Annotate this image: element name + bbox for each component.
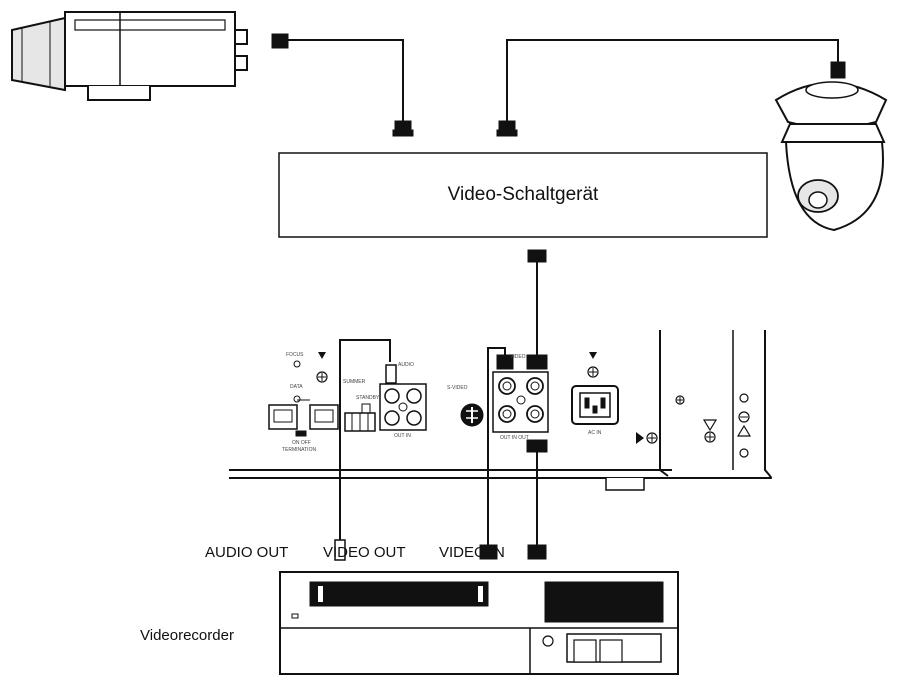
- connector-plugs: [271, 33, 846, 560]
- audio-plug-recorder: [334, 539, 346, 561]
- panel-marking: ON OFF: [292, 440, 311, 446]
- monitor-rear-panel: [229, 330, 773, 491]
- panel-marking: VIDEO: [510, 354, 526, 360]
- video-switcher-label: Video-Schaltgerät: [448, 184, 599, 205]
- cables: [287, 39, 839, 545]
- panel-marking: OUT IN: [394, 433, 411, 439]
- panel-marking: AUDIO: [398, 362, 414, 368]
- panel-marking: OUT IN OUT: [500, 435, 529, 441]
- panel-marking: DATA: [290, 384, 303, 390]
- video-switcher-box: [278, 152, 768, 238]
- panel-marking: TERMINATION: [282, 447, 316, 453]
- video-out-label: VIDEO OUT: [323, 544, 406, 561]
- audio-out-label: AUDIO OUT: [205, 544, 288, 561]
- panel-marking: SUMMER: [343, 379, 366, 385]
- audio-plug: [385, 364, 397, 384]
- panel-marking: STANDBY: [356, 395, 380, 401]
- box-camera-icon: [11, 11, 248, 101]
- video-recorder-icon: [279, 571, 679, 675]
- video-in-label: VIDEO IN: [439, 544, 505, 561]
- panel-marking: FOCUS: [286, 352, 304, 358]
- panel-marking: S-VIDEO: [447, 385, 468, 391]
- panel-marking: AC IN: [588, 430, 602, 436]
- dome-camera-icon: [774, 81, 888, 232]
- video-recorder-label: Videorecorder: [140, 627, 234, 644]
